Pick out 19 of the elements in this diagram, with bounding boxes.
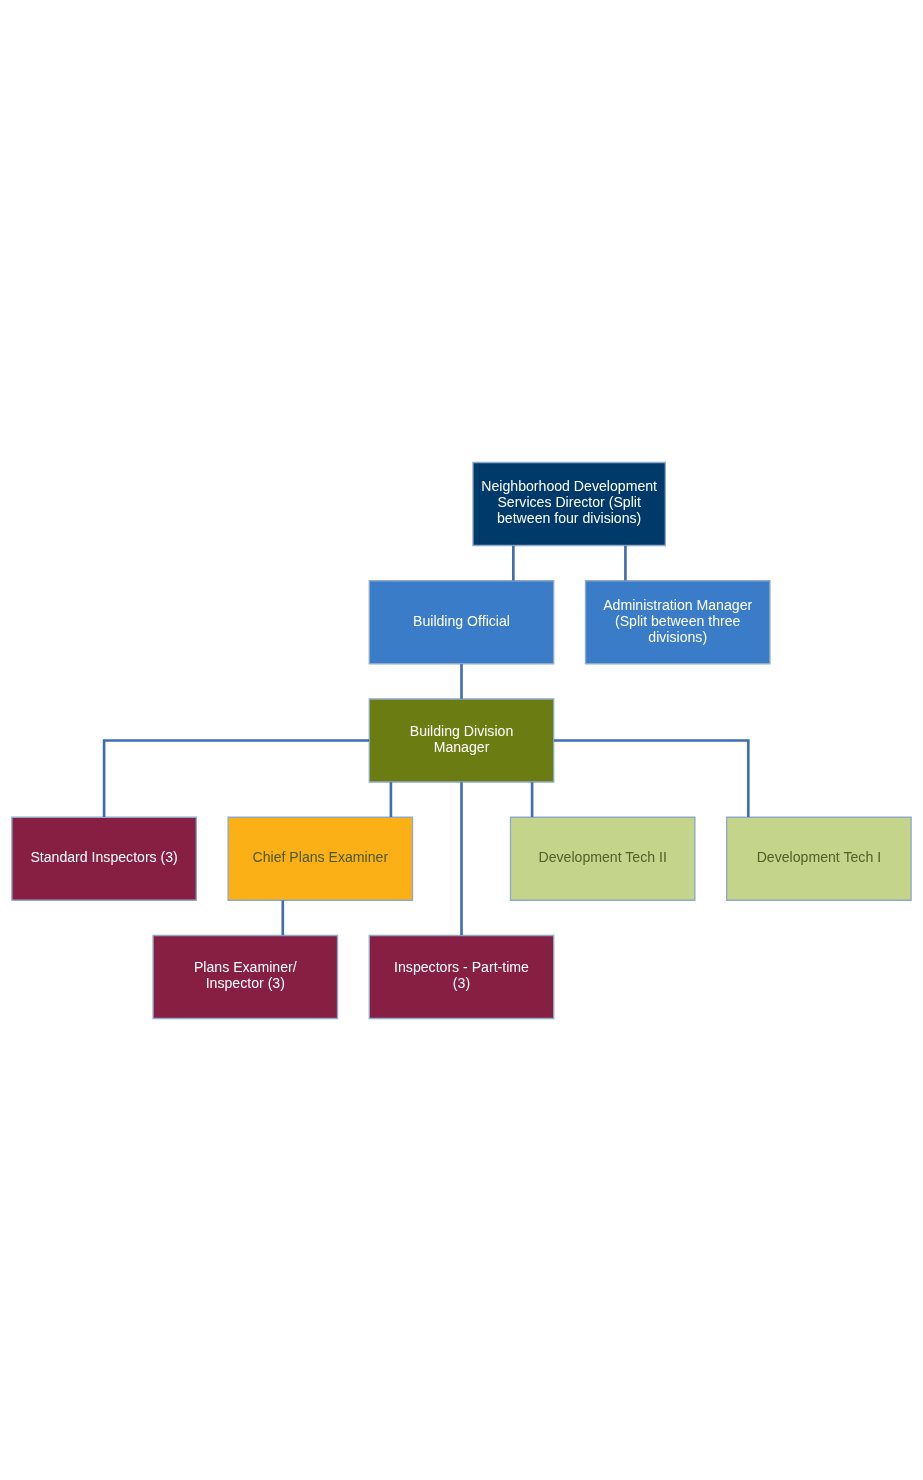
node-box: Administration Manager (Split between three divisions) (584, 579, 771, 664)
node-box: Development Tech I (726, 816, 912, 901)
node-box: Chief Plans Examiner (227, 816, 414, 901)
node-box: Neighborhood Development Services Director (Split between four divisions) (472, 461, 666, 546)
node-box: Inspectors - Part-time (3) (368, 934, 555, 1019)
connector (512, 545, 515, 581)
connector (530, 781, 534, 817)
node-box: Building Official (368, 579, 555, 664)
connector (624, 545, 627, 581)
connector (553, 738, 750, 817)
connector (460, 781, 463, 935)
connector (102, 738, 370, 817)
connector (389, 781, 393, 817)
node-box: Standard Inspectors (3) (11, 816, 197, 901)
connector (281, 899, 285, 935)
connector (460, 663, 463, 699)
node-box: Plans Examiner/ Inspector (3) (152, 934, 339, 1019)
node-box: Development Tech II (509, 816, 696, 901)
node-box: Building Division Manager (368, 697, 555, 783)
